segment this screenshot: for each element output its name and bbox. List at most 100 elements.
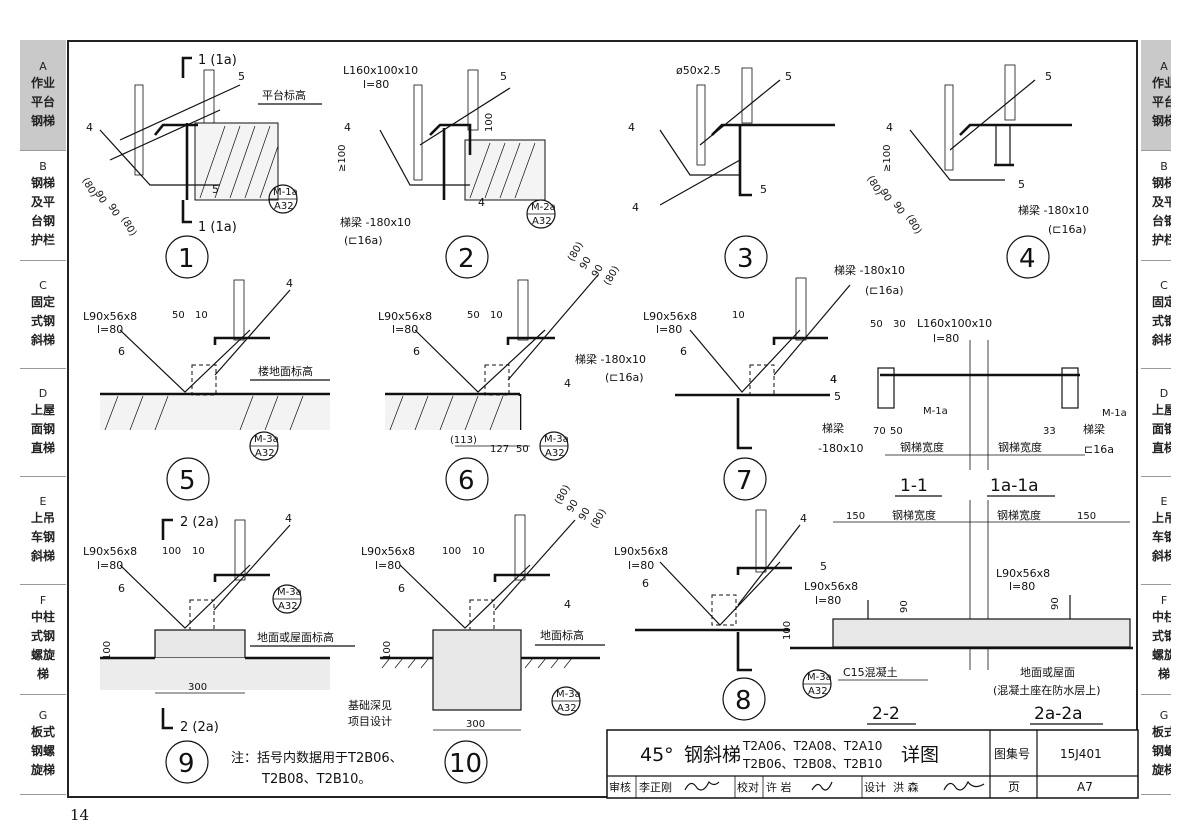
svg-text:90: 90 (565, 498, 581, 515)
svg-text:L160x100x10: L160x100x10 (343, 64, 418, 77)
detail-7-number: 7 (736, 466, 753, 496)
svg-text:(80): (80) (602, 264, 622, 287)
svg-text:l=80: l=80 (375, 559, 401, 572)
sidebar-item-label: 钢梯 (30, 176, 55, 190)
svg-text:50: 50 (516, 444, 529, 455)
svg-text:审核: 审核 (609, 780, 631, 794)
d1-section-bottom: 1 (1a) (198, 220, 237, 235)
svg-text:50: 50 (890, 426, 903, 437)
detail-10: L90x56x8 l=80 100 10 (80) 90 90 (80) 4 6 (348, 483, 609, 784)
svg-text:≥100: ≥100 (337, 145, 348, 172)
svg-text:M-1a: M-1a (1102, 408, 1127, 419)
svg-text:校对: 校对 (737, 780, 759, 794)
svg-text:设计: 设计 (864, 781, 886, 794)
svg-text:100: 100 (102, 641, 113, 660)
sidebar-item-letter: C (1160, 278, 1168, 292)
svg-text:L90x56x8: L90x56x8 (804, 580, 858, 593)
svg-text:4: 4 (285, 512, 292, 525)
svg-text:梯梁: 梯梁 (822, 421, 844, 435)
svg-text:33: 33 (1043, 426, 1056, 437)
sidebar-item-letter: B (1160, 160, 1168, 173)
detail-5-number: 5 (179, 466, 196, 496)
svg-text:L90x56x8: L90x56x8 (361, 545, 415, 558)
svg-text:100: 100 (162, 546, 181, 557)
svg-text:地面或屋面标高: 地面或屋面标高 (257, 630, 334, 644)
svg-text:50: 50 (467, 310, 480, 321)
svg-text:6: 6 (118, 582, 125, 595)
svg-text:梯梁 -180x10: 梯梁 -180x10 (575, 352, 646, 366)
sidebar-item-label: 梯 (1157, 667, 1170, 681)
svg-text:4: 4 (632, 201, 639, 214)
svg-text:5: 5 (238, 70, 245, 83)
sidebar-item-letter: D (38, 386, 48, 400)
detail-3-number: 3 (737, 244, 754, 274)
svg-text:-180x10: -180x10 (818, 442, 863, 455)
sidebar-item-label: 直梯 (1151, 440, 1171, 455)
svg-text:L90x56x8: L90x56x8 (643, 310, 697, 323)
sidebar-item-letter: F (1160, 594, 1168, 607)
svg-text:5: 5 (820, 560, 827, 573)
svg-text:L90x56x8: L90x56x8 (83, 310, 137, 323)
sidebar-item-label: 及平 (30, 195, 55, 209)
svg-text:10: 10 (192, 546, 205, 557)
svg-text:4: 4 (478, 196, 485, 209)
svg-text:地面标高: 地面标高 (540, 628, 584, 642)
svg-text:L90x56x8: L90x56x8 (83, 545, 137, 558)
svg-text:50: 50 (172, 310, 185, 321)
sidebar-item-label: 上屋 (1151, 402, 1171, 417)
svg-text:4: 4 (286, 277, 293, 290)
svg-text:(⊏16a): (⊏16a) (1048, 223, 1087, 236)
svg-text:M-3a: M-3a (556, 689, 581, 700)
svg-text:C15混凝土: C15混凝土 (843, 665, 898, 679)
svg-text:L90x56x8: L90x56x8 (996, 567, 1050, 580)
svg-text:150: 150 (1077, 511, 1096, 522)
sidebar-item-letter: E (39, 494, 47, 508)
svg-text:10: 10 (472, 546, 485, 557)
svg-text:A32: A32 (255, 448, 275, 459)
section-2-2-title: 2-2 (872, 704, 900, 724)
sidebar-item-label: 螺旋 (1151, 648, 1171, 662)
svg-text:4: 4 (800, 512, 807, 525)
svg-text:70: 70 (873, 426, 886, 437)
svg-text:2 (2a): 2 (2a) (180, 515, 219, 530)
sidebar-item-label: 上屋 (30, 402, 55, 417)
sidebar-item-letter: G (38, 708, 48, 722)
svg-text:100: 100 (484, 113, 495, 132)
sidebar-item-label: 面钢 (1151, 421, 1171, 436)
detail-2: L160x100x10 l=80 5 4 100 ≥100 4 梯梁 -180x… (337, 64, 556, 279)
svg-text:L90x56x8: L90x56x8 (614, 545, 668, 558)
svg-text:6: 6 (398, 582, 405, 595)
svg-text:100: 100 (382, 641, 393, 660)
svg-text:A32: A32 (532, 216, 552, 227)
title-name: 钢斜梯 (684, 744, 741, 766)
svg-text:90: 90 (1050, 597, 1061, 610)
sidebar-item-label: 作业 (1151, 75, 1171, 90)
sidebar-item-label: 式钢 (1151, 313, 1171, 328)
sidebar-item-label: 螺旋 (30, 648, 55, 662)
sidebar-item-label: 及平 (1151, 195, 1171, 209)
sidebar-item-label: 斜梯 (30, 548, 55, 563)
svg-text:l=80: l=80 (656, 323, 682, 336)
svg-text:梯梁 -180x10: 梯梁 -180x10 (340, 215, 411, 229)
sidebar-item-label: 斜梯 (30, 332, 55, 347)
sidebar-item-label: 中柱 (30, 610, 55, 624)
svg-text:10: 10 (732, 310, 745, 321)
svg-text:4: 4 (886, 121, 893, 134)
svg-text:90: 90 (578, 255, 594, 272)
